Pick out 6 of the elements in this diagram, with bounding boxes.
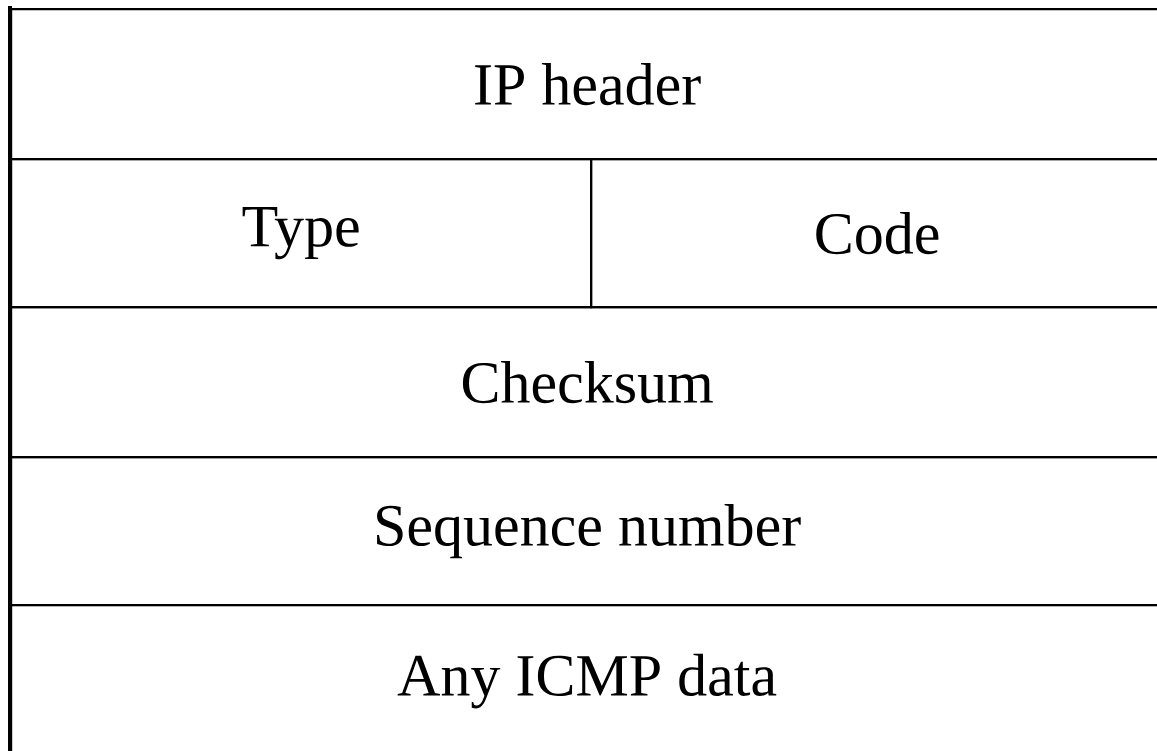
field-cell: Type [10,158,593,309]
field-cell: Checksum [10,306,1157,459]
field-cell: Any ICMP data [10,604,1157,751]
field-cell: Sequence number [10,456,1157,607]
field-cell: Code [590,158,1157,309]
field-cell: IP header [10,8,1157,161]
